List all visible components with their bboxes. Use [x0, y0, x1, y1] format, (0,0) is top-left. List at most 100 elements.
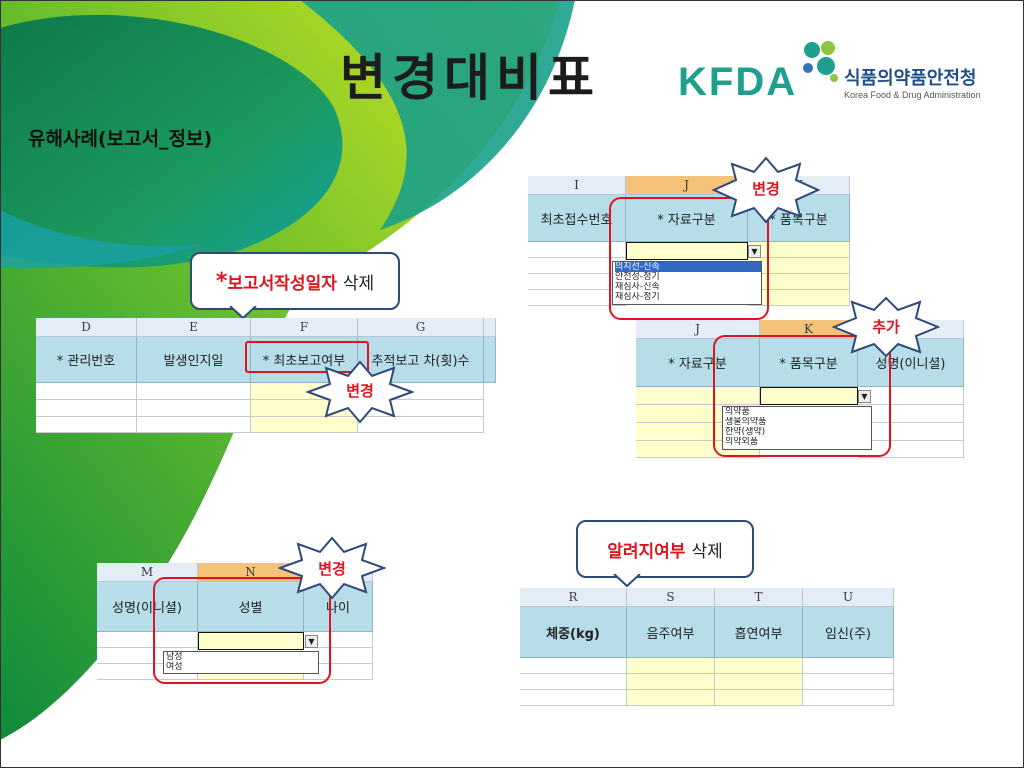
- grid-cell[interactable]: [627, 690, 715, 706]
- callout-action: 삭제: [342, 273, 375, 294]
- header-cell-name-initial[interactable]: 성명(이니셜): [97, 582, 198, 632]
- badge-change-1: 변경: [346, 382, 374, 400]
- highlight-box-initial-report: [245, 341, 369, 373]
- option-item[interactable]: 안전성-정기: [615, 272, 660, 282]
- grid-cell[interactable]: [715, 658, 803, 674]
- header-cell-initial-report[interactable]: * 최초보고여부: [251, 337, 358, 383]
- col-header-i[interactable]: I: [528, 176, 626, 195]
- header-cell-management-no[interactable]: * 관리번호: [36, 337, 137, 383]
- grid-cell[interactable]: [627, 658, 715, 674]
- grid-cell[interactable]: [97, 632, 198, 648]
- highlight-box-data-type: [609, 197, 769, 320]
- header-cell-blank: [484, 337, 496, 383]
- header-cell-smoking[interactable]: 흡연여부: [715, 607, 803, 658]
- kfda-logo: KFDA 식품의약품안전청 Korea Food & Drug Administ…: [672, 38, 1002, 104]
- option-item[interactable]: 남성: [166, 652, 183, 662]
- star-burst-icon: [278, 536, 386, 600]
- callout-tail: [613, 574, 641, 588]
- sheet-d-g: D E F G * 관리번호 발생인지일 * 최초보고여부 추적보고 차(횟)수: [36, 318, 496, 433]
- header-cell-drinking[interactable]: 음주여부: [627, 607, 715, 658]
- highlight-box-gender: [153, 577, 331, 684]
- callout-field-name: 보고서작성일자: [227, 273, 337, 294]
- grid-cell[interactable]: [36, 417, 137, 433]
- option-item[interactable]: 재심사-정기: [615, 292, 660, 302]
- logo-letters: KFDA: [678, 60, 798, 104]
- grid-cell[interactable]: [803, 690, 894, 706]
- data-type-options-list[interactable]: 의지선-신속 안전성-정기 재심사-신속 재심사-정기: [612, 261, 762, 305]
- option-item[interactable]: 생물의약품: [725, 417, 767, 427]
- header-cell-data-type[interactable]: * 자료구분: [636, 339, 760, 387]
- grid-cell[interactable]: [748, 258, 850, 274]
- dropdown-arrow-icon[interactable]: ▼: [748, 245, 761, 258]
- col-header-d[interactable]: D: [36, 318, 137, 337]
- option-item[interactable]: 한약(생약): [725, 427, 766, 437]
- col-header-h[interactable]: [484, 318, 496, 337]
- callout-report-date-delete: * 보고서작성일자 삭제: [190, 252, 400, 310]
- grid-cell[interactable]: [858, 405, 964, 423]
- col-header-u[interactable]: U: [803, 588, 894, 607]
- grid-cell[interactable]: [304, 648, 373, 664]
- grid-cell[interactable]: [528, 242, 626, 258]
- grid-cell[interactable]: [627, 674, 715, 690]
- option-item[interactable]: 의지선-신속: [615, 262, 761, 272]
- grid-cell[interactable]: [803, 674, 894, 690]
- col-header-j[interactable]: J: [636, 320, 760, 339]
- header-cell-awareness-date[interactable]: 발생인지일: [137, 337, 251, 383]
- option-item[interactable]: 의약품: [725, 407, 750, 417]
- dropdown-arrow-icon[interactable]: ▼: [305, 635, 318, 648]
- grid-cell[interactable]: [715, 674, 803, 690]
- grid-cell[interactable]: [858, 423, 964, 441]
- grid-cell[interactable]: [251, 417, 358, 433]
- col-header-r[interactable]: R: [520, 588, 627, 607]
- grid-cell[interactable]: [715, 690, 803, 706]
- option-item[interactable]: 재심사-신속: [615, 282, 660, 292]
- grid-cell[interactable]: [748, 274, 850, 290]
- option-item[interactable]: 의약외품: [725, 437, 759, 447]
- header-cell-weight[interactable]: 체중(kg): [520, 607, 627, 658]
- item-type-options-list[interactable]: 의약품 생물의약품 한약(생약) 의약외품: [722, 406, 872, 450]
- col-header-g[interactable]: G: [358, 318, 484, 337]
- grid-cell[interactable]: [748, 290, 850, 306]
- gender-dropdown[interactable]: [198, 632, 304, 650]
- callout-notify-delete: 알려지여부 삭제: [576, 520, 754, 578]
- header-cell-pregnancy[interactable]: 임신(주): [803, 607, 894, 658]
- grid-cell[interactable]: [137, 383, 251, 400]
- badge-add: 추가: [872, 318, 900, 336]
- col-header-f[interactable]: F: [251, 318, 358, 337]
- col-header-t[interactable]: T: [715, 588, 803, 607]
- grid-cell[interactable]: [137, 400, 251, 417]
- star-burst-icon: [832, 296, 940, 358]
- grid-cell[interactable]: [36, 383, 137, 400]
- header-cell-gender[interactable]: 성별: [198, 582, 304, 632]
- badge-change-3: 변경: [318, 560, 346, 578]
- star-burst-icon: [306, 360, 414, 424]
- star-burst-icon: [712, 156, 820, 224]
- col-header-s[interactable]: S: [627, 588, 715, 607]
- grid-cell[interactable]: [358, 417, 484, 433]
- page-title: 변경대비표: [340, 49, 600, 107]
- grid-cell[interactable]: [520, 690, 627, 706]
- header-cell-data-type[interactable]: * 자료구분: [626, 195, 748, 242]
- grid-cell[interactable]: [304, 632, 373, 648]
- grid-cell[interactable]: [137, 417, 251, 433]
- highlight-box-item-type: [713, 335, 891, 457]
- grid-cell[interactable]: [858, 387, 964, 405]
- logo-korean: 식품의약품안전청: [844, 68, 977, 89]
- col-header-e[interactable]: E: [137, 318, 251, 337]
- logo-english: Korea Food & Drug Administration: [844, 90, 981, 100]
- grid-cell[interactable]: [36, 400, 137, 417]
- gender-options-list[interactable]: 남성 여성: [163, 651, 319, 674]
- option-item[interactable]: 여성: [166, 662, 183, 672]
- header-cell-item-type[interactable]: * 품목구분: [760, 339, 858, 387]
- badge-change-2: 변경: [752, 180, 780, 198]
- grid-cell[interactable]: [520, 674, 627, 690]
- grid-cell[interactable]: [636, 387, 760, 405]
- grid-cell[interactable]: [803, 658, 894, 674]
- data-type-dropdown[interactable]: [626, 242, 748, 260]
- grid-cell[interactable]: [748, 242, 850, 258]
- callout-action: 삭제: [691, 541, 723, 562]
- dropdown-arrow-icon[interactable]: ▼: [858, 390, 871, 403]
- item-type-dropdown[interactable]: [760, 387, 858, 405]
- callout-field-name: 알려지여부: [607, 541, 686, 562]
- grid-cell[interactable]: [520, 658, 627, 674]
